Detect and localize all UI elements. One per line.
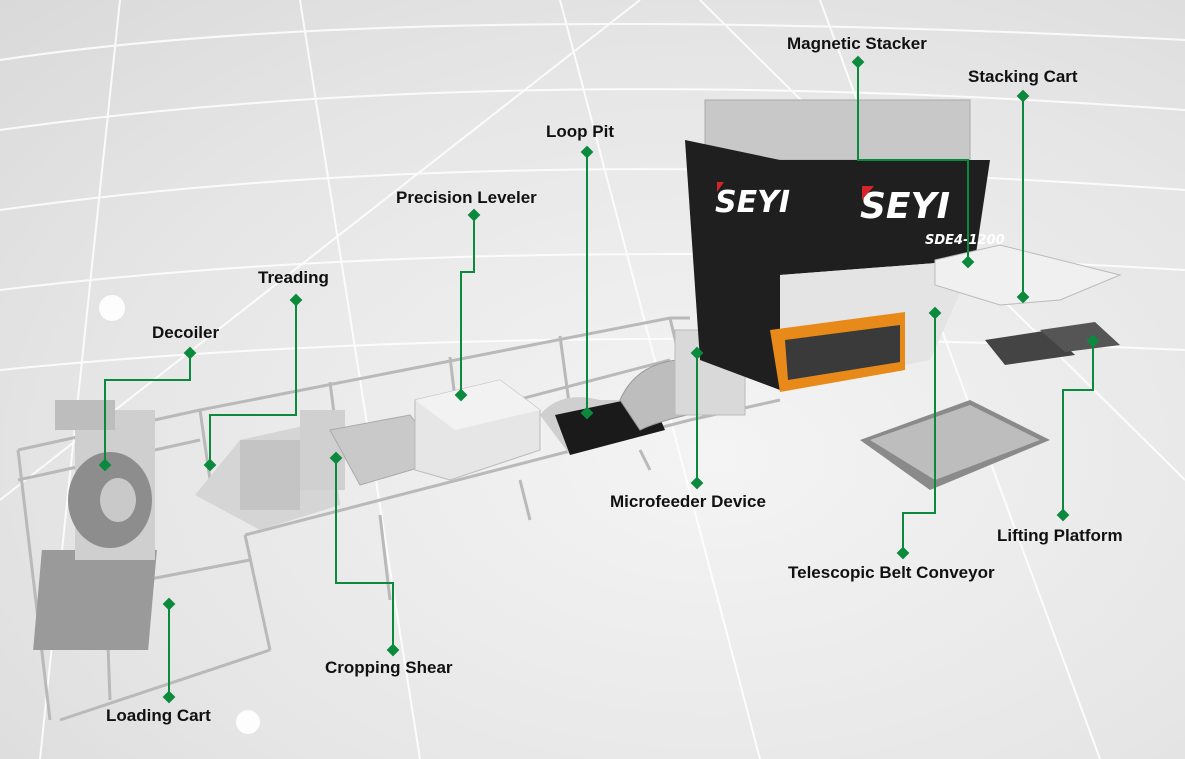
callout-diamond-marker: [467, 208, 481, 222]
callout-line-cropping-shear: [335, 458, 394, 650]
label-decoiler: Decoiler: [152, 323, 220, 342]
label-loading-cart: Loading Cart: [106, 706, 211, 725]
callout-diamond-marker: [896, 546, 910, 560]
label-telescopic-belt-conveyor: Telescopic Belt Conveyor: [788, 563, 995, 582]
callout-diamond-marker: [203, 458, 217, 472]
label-treading: Treading: [258, 268, 329, 287]
callout-line-decoiler: [104, 353, 191, 465]
callout-diamond-marker: [183, 346, 197, 360]
callout-diamond-marker: [386, 643, 400, 657]
label-lifting-platform: Lifting Platform: [997, 526, 1123, 545]
callout-diamond-marker: [454, 388, 468, 402]
callout-line-treading: [209, 300, 297, 465]
callout-diamond-marker: [162, 597, 176, 611]
callout-line-telescopic: [902, 313, 936, 553]
label-stacking-cart: Stacking Cart: [968, 67, 1078, 86]
shear-machine: [195, 410, 345, 530]
label-loop-pit: Loop Pit: [546, 122, 614, 141]
callout-line-lifting-platform: [1062, 341, 1094, 515]
callout-line-magnetic-stacker: [857, 62, 969, 262]
callout-diamond-marker: [162, 690, 176, 704]
label-microfeeder-device: Microfeeder Device: [610, 492, 766, 511]
brand-logo-side: SEYI: [715, 185, 790, 220]
label-cropping-shear: Cropping Shear: [325, 658, 453, 677]
callout-line-precision-leveler: [460, 215, 475, 395]
label-precision-leveler: Precision Leveler: [396, 188, 537, 207]
brand-logo-front: SEYI: [860, 186, 950, 227]
callout-diamond-marker: [1056, 508, 1070, 522]
label-magnetic-stacker: Magnetic Stacker: [787, 34, 927, 53]
callout-diamond-marker: [289, 293, 303, 307]
callout-lines: [104, 62, 1094, 697]
callout-diamond-marker: [580, 145, 594, 159]
callout-diamond-marker: [851, 55, 865, 69]
callout-diamond-marker: [690, 476, 704, 490]
stacking-area: [860, 244, 1122, 490]
decoiler-machine: [33, 400, 157, 650]
callout-diamond-marker: [329, 451, 343, 465]
model-label: SDE4-1200: [925, 233, 1005, 248]
leveler-machine: [414, 379, 541, 481]
press-machine: SEYI SEYI SDE4-1200: [685, 99, 1005, 392]
callout-diamond-marker: [98, 458, 112, 472]
